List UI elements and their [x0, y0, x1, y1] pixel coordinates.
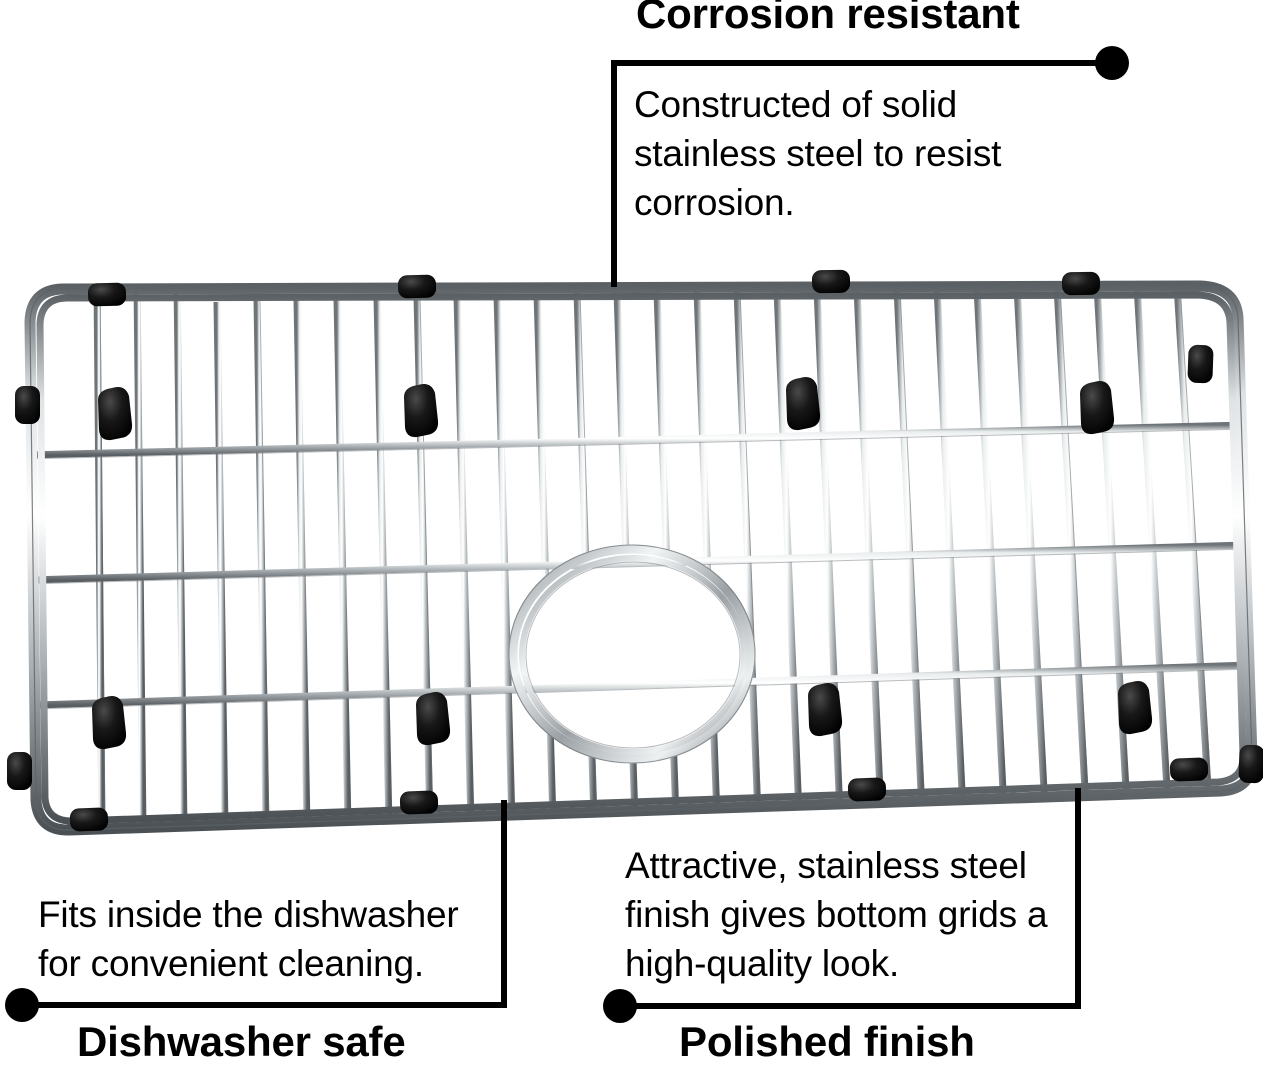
marker-dot-corrosion — [1095, 46, 1129, 80]
connector-corrosion — [611, 46, 1129, 287]
connector-dishwasher — [5, 800, 507, 1022]
connector-polished — [603, 788, 1081, 1023]
marker-dot-polished — [603, 989, 637, 1023]
callout-body-corrosion: Constructed of solid stainless steel to … — [634, 84, 1002, 223]
callout-body-dishwasher: Fits inside the dishwasher for convenien… — [38, 894, 459, 984]
callout-heading-corrosion: Corrosion resistant — [636, 0, 1020, 37]
callout-heading-polished: Polished finish — [679, 1018, 975, 1065]
marker-dot-dishwasher — [5, 988, 39, 1022]
callout-heading-dishwasher: Dishwasher safe — [77, 1018, 406, 1065]
callout-body-polished: Attractive, stainless steel finish gives… — [625, 845, 1048, 984]
